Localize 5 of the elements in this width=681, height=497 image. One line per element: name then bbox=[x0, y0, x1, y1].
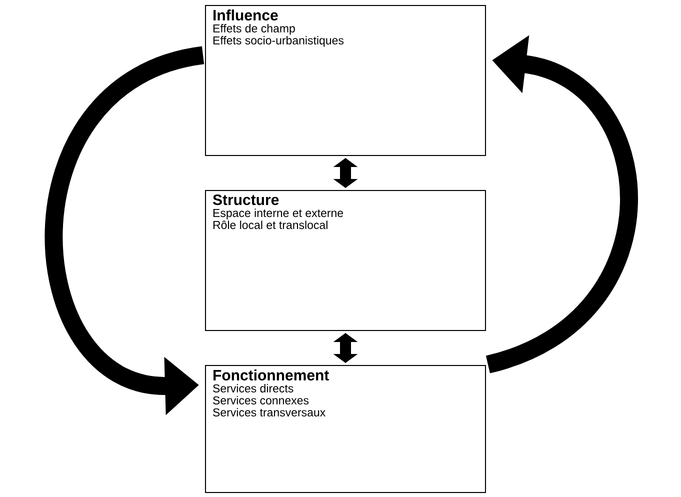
text-box: Structure Espace interne et externe Rôle local et translocal bbox=[205, 190, 486, 331]
double-arrow bbox=[333, 158, 358, 188]
double-arrow bbox=[333, 333, 358, 363]
text-box: Influence Effets de champ Effets socio-urbanistiques bbox=[205, 5, 486, 156]
text-box: Fonctionnement Services directs Services connexes Services transversaux bbox=[205, 364, 486, 493]
